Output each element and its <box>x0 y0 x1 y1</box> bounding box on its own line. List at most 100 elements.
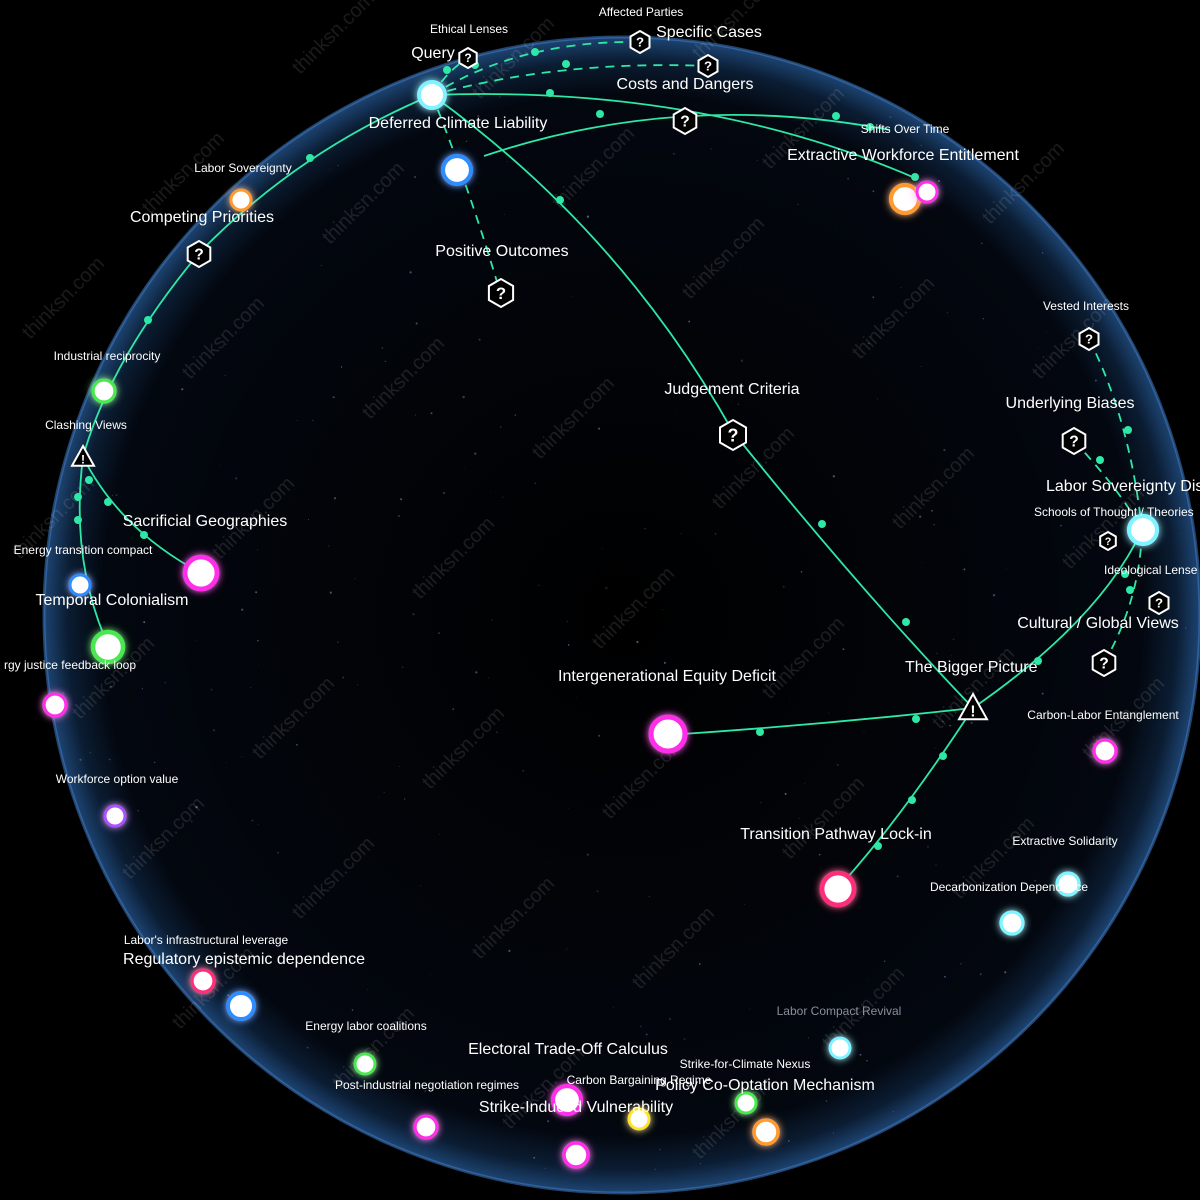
label-positive-outcomes: Positive Outcomes <box>435 243 568 260</box>
edge-arrow-dot <box>912 715 920 723</box>
star-dot <box>963 568 966 571</box>
star-dot <box>414 414 417 416</box>
node-strike-for-climate-nexus[interactable] <box>734 1091 758 1115</box>
warning-triangle-icon[interactable]: ! <box>957 691 989 720</box>
star-dot <box>698 963 701 965</box>
node-extractive-workforce-entitlement[interactable] <box>888 182 922 216</box>
node-labor-compact-revival[interactable] <box>828 1036 852 1060</box>
question-hexagon-icon[interactable]: ? <box>629 29 651 55</box>
hexagon-outline <box>487 277 515 309</box>
node-energy-justice-feedback-loop[interactable] <box>42 692 68 718</box>
node-deferred-climate-liability[interactable] <box>417 80 447 110</box>
question-hexagon-icon[interactable]: ? <box>1091 648 1117 678</box>
star-dot <box>1045 331 1047 333</box>
question-glyph-cultural-global-views: ? <box>1099 655 1109 672</box>
star-dot <box>662 609 663 610</box>
node-policy-co-optation-mechanism[interactable] <box>752 1118 780 1146</box>
question-glyph-vested-interests: ? <box>1085 332 1093 347</box>
label-ethical-lenses: Ethical Lenses <box>430 22 508 36</box>
star-dot <box>1037 347 1039 349</box>
question-hexagon-icon[interactable]: ? <box>1061 426 1087 456</box>
node-shifts-over-time[interactable] <box>915 180 939 204</box>
hexagon-outline <box>1099 530 1117 552</box>
star-dot <box>744 904 745 905</box>
star-dot <box>296 420 298 422</box>
question-hexagon-icon[interactable]: ? <box>697 53 719 79</box>
label-shifts-over-time: Shifts Over Time <box>861 122 950 136</box>
hexagon-outline <box>1091 648 1117 678</box>
edge-arrow-dot <box>443 66 451 74</box>
node-labors-infrastructural-leverage[interactable] <box>190 968 216 994</box>
node-positive-outcomes-source[interactable] <box>440 153 474 187</box>
question-hexagon-icon[interactable]: ? <box>487 277 515 309</box>
edge-judgement-bigger <box>732 431 974 709</box>
node-transition-pathway-lock-in[interactable] <box>819 870 857 908</box>
node-carbon-labor-entanglement[interactable] <box>1092 738 1118 764</box>
star-dot <box>225 762 227 764</box>
watermark-text: thinksn.com <box>288 0 379 79</box>
node-sacrificial-geographies[interactable] <box>182 554 220 592</box>
node-workforce-option-value[interactable] <box>103 804 127 828</box>
node-labor-sovereignty[interactable] <box>229 188 253 212</box>
star-dot <box>809 720 811 722</box>
star-dot <box>771 475 773 476</box>
question-hexagon-icon[interactable]: ? <box>1148 590 1170 616</box>
star-dot <box>807 1037 810 1039</box>
node-intergenerational-equity-deficit[interactable] <box>648 714 688 754</box>
triangle-outline <box>70 443 96 467</box>
star-dot <box>342 676 345 679</box>
question-glyph-underlying-biases: ? <box>1069 433 1079 450</box>
hexagon-outline <box>629 29 651 55</box>
node-post-industrial-negotiation-regimes[interactable] <box>413 1114 439 1140</box>
node-decarbonization-dependence[interactable] <box>999 910 1025 936</box>
star-dot <box>872 190 875 193</box>
question-hexagon-icon[interactable]: ? <box>1078 326 1100 352</box>
label-extractive-solidarity: Extractive Solidarity <box>1012 834 1117 848</box>
star-dot <box>710 148 712 150</box>
star-dot <box>784 792 787 795</box>
star-dot <box>490 491 492 493</box>
node-labor-sovereignty-distortion[interactable] <box>1126 513 1160 547</box>
star-dot <box>596 890 599 893</box>
edge-arrow-dot <box>144 316 152 324</box>
node-industrial-reciprocity[interactable] <box>91 378 117 404</box>
node-strike-induced-vulnerability[interactable] <box>562 1141 590 1169</box>
label-competing-priorities: Competing Priorities <box>130 209 274 226</box>
star-dot <box>227 994 230 997</box>
question-hexagon-icon[interactable]: ? <box>186 239 212 269</box>
edge-clashing-temporal <box>78 456 109 646</box>
star-dot <box>847 177 849 180</box>
node-energy-transition-compact[interactable] <box>68 573 92 597</box>
star-dot <box>381 346 384 349</box>
star-dot <box>1041 252 1044 254</box>
star-dot <box>1184 627 1187 630</box>
star-dot <box>487 677 489 679</box>
star-dot <box>1054 627 1056 630</box>
label-strike-induced-vulnerability: Strike-Induced Vulnerability <box>479 1099 673 1116</box>
edge-arrow-dot <box>74 516 82 524</box>
question-hexagon-icon[interactable]: ? <box>1099 530 1117 552</box>
node-temporal-colonialism[interactable] <box>90 629 126 665</box>
star-dot <box>921 562 923 563</box>
node-energy-labor-coalitions[interactable] <box>353 1052 377 1076</box>
node-regulatory-epistemic-dependence[interactable] <box>226 991 256 1021</box>
star-dot <box>354 578 356 580</box>
node-electoral-trade-off-calculus[interactable] <box>550 1083 584 1117</box>
star-dot <box>508 949 511 953</box>
star-dot <box>110 685 112 688</box>
star-dot <box>576 677 578 679</box>
node-carbon-bargaining-regime[interactable] <box>627 1107 651 1131</box>
star-dot <box>108 758 111 761</box>
edge-arrow-dot <box>866 123 874 131</box>
star-dot <box>640 1025 642 1028</box>
question-hexagon-icon[interactable]: ? <box>719 418 747 452</box>
question-glyph-positive-outcomes: ? <box>496 284 506 303</box>
star-dot <box>825 1100 828 1102</box>
node-extractive-solidarity[interactable] <box>1055 871 1081 897</box>
warning-triangle-icon[interactable]: ! <box>70 443 96 467</box>
label-energy-transition-compact: Energy transition compact <box>14 543 153 557</box>
question-hexagon-icon[interactable]: ? <box>672 106 698 136</box>
star-dot <box>606 587 608 589</box>
star-dot <box>570 296 572 297</box>
question-hexagon-icon[interactable]: ? <box>458 46 478 70</box>
